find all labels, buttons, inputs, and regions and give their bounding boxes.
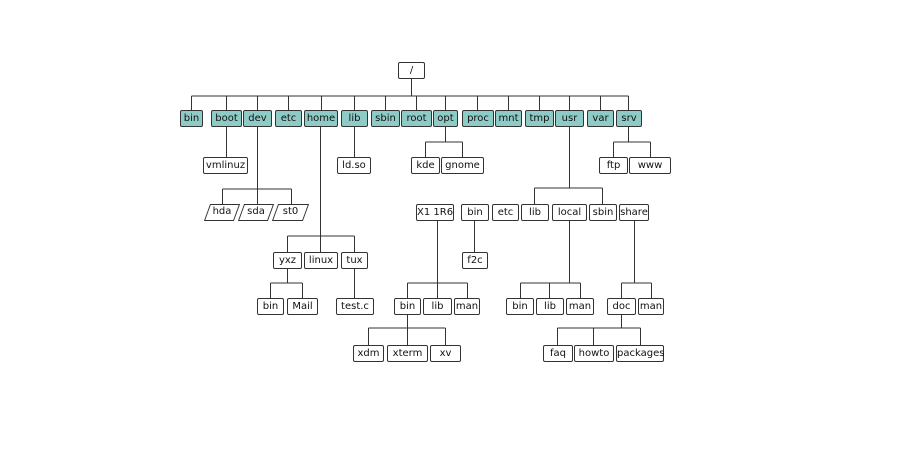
dir-node-usr-x11r6: X1 1R6 (416, 204, 454, 221)
dir-node-usr: usr (555, 110, 584, 127)
dir-node-opt-gnome: gnome (441, 157, 484, 174)
dir-node-tmp: tmp (525, 110, 554, 127)
dir-node-x11-bin-xterm: xterm (387, 345, 428, 362)
connector-srv (613, 126, 651, 157)
dir-node-dev-hda: hda (203, 204, 241, 221)
dir-node-srv: srv (616, 110, 642, 127)
dir-node-mnt: mnt (495, 110, 522, 127)
dir-node-tux-testc: test.c (336, 298, 374, 315)
dir-node-usr-lib: lib (521, 204, 549, 221)
dir-node-dev-st0: st0 (271, 204, 310, 221)
dir-node-doc-packages: packages (616, 345, 664, 362)
dir-node-x11-man: man (454, 298, 480, 315)
dir-node-doc-faq: faq (543, 345, 573, 362)
dir-node-dev-sda: sda (237, 204, 275, 221)
dir-node-proc: proc (462, 110, 494, 127)
dir-node-dev: dev (243, 110, 272, 127)
connector-yxz (270, 268, 303, 298)
dir-node-boot: boot (211, 110, 242, 127)
dir-node-usr-etc: etc (492, 204, 519, 221)
dir-node-home-tux: tux (341, 252, 368, 269)
connector-home (287, 126, 355, 252)
dir-node-var: var (587, 110, 614, 127)
dir-node-rootdir: root (401, 110, 432, 127)
connector-doc (557, 314, 641, 345)
connector-share (621, 220, 652, 298)
connector-dev (222, 126, 292, 204)
dir-node-home: home (304, 110, 338, 127)
connector-x11r6 (407, 220, 468, 298)
dir-node-etc: etc (275, 110, 302, 127)
dir-node-usr-share: share (619, 204, 649, 221)
dir-node-opt: opt (433, 110, 458, 127)
connector-x11-bin (368, 314, 446, 345)
connector-usr (534, 126, 603, 204)
dir-node-yxz-mail: Mail (287, 298, 318, 315)
dir-node-usr-bin: bin (461, 204, 489, 221)
dir-node-share-man: man (638, 298, 664, 315)
dir-node-usr-local: local (552, 204, 587, 221)
dir-node-yxz-bin: bin (257, 298, 284, 315)
connector-local (520, 220, 581, 298)
dir-node-usr-sbin: sbin (589, 204, 617, 221)
dir-node-lib-ldso: ld.so (337, 157, 371, 174)
dir-node-usr-bin-f2c: f2c (462, 252, 488, 269)
connector-root (191, 79, 629, 110)
dir-node-bin: bin (180, 110, 203, 127)
dir-node-root: / (398, 62, 425, 79)
dir-node-lib: lib (341, 110, 368, 127)
dir-node-home-yxz: yxz (273, 252, 302, 269)
dir-node-share-doc: doc (607, 298, 636, 315)
dir-node-srv-www: www (629, 157, 671, 174)
dir-node-sbin: sbin (371, 110, 400, 127)
dir-node-home-linux: linux (304, 252, 338, 269)
dir-node-opt-kde: kde (411, 157, 440, 174)
dir-node-srv-ftp: ftp (599, 157, 628, 174)
dir-node-boot-vmlinuz: vmlinuz (203, 157, 248, 174)
dir-node-doc-howto: howto (574, 345, 614, 362)
dir-node-x11-lib: lib (423, 298, 452, 315)
dir-node-local-lib: lib (536, 298, 564, 315)
dir-node-local-bin: bin (506, 298, 534, 315)
dir-node-local-man: man (566, 298, 594, 315)
dir-node-x11-bin: bin (394, 298, 421, 315)
connector-opt (425, 126, 463, 157)
dir-node-x11-bin-xv: xv (430, 345, 461, 362)
dir-node-x11-bin-xdm: xdm (353, 345, 384, 362)
